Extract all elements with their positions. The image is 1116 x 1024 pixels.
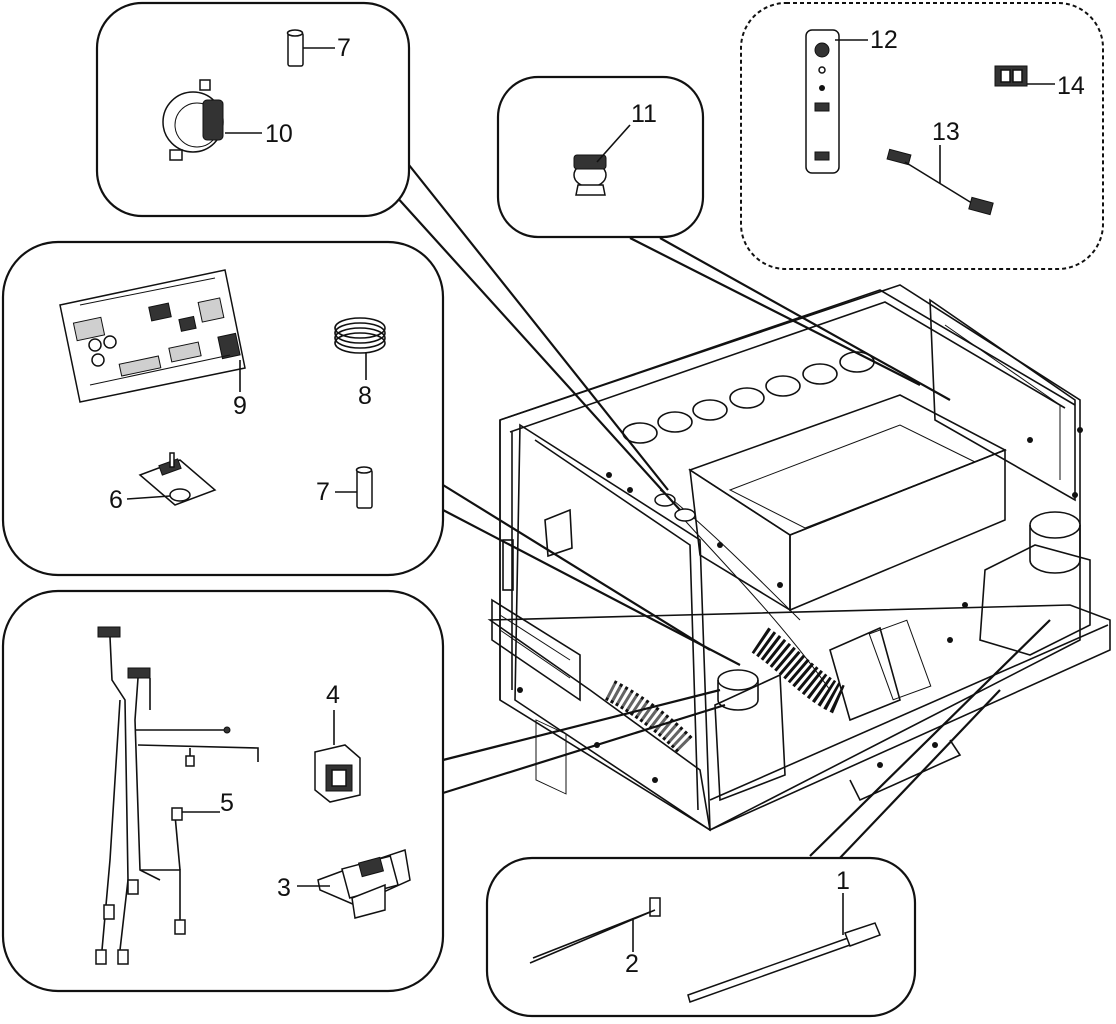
power-switch-part-4: [314, 710, 361, 803]
callout-6: 6: [109, 486, 123, 514]
panel-control-board: 9 8 6 7: [1, 240, 445, 577]
callout-14: 14: [1057, 72, 1085, 100]
callout-1: 1: [836, 867, 850, 895]
callout-11: 11: [631, 100, 657, 128]
igniter-bracket-part-6: [126, 452, 217, 506]
flame-sensor-part-2: [529, 897, 661, 964]
callout-4: 4: [326, 681, 340, 709]
callout-9: 9: [233, 392, 247, 420]
panel-pressure-switch: 10 7: [95, 1, 411, 218]
main-appliance-assembly: [487, 284, 1111, 832]
flex-hose-left: [604, 680, 693, 753]
remote-control-part-12: [805, 29, 868, 174]
pressure-switch-part-10: [162, 79, 262, 161]
temperature-probe-part-1: [687, 893, 881, 1003]
panel-sensors: 1 2: [485, 856, 917, 1018]
callout-5: 5: [220, 789, 234, 817]
callout-7-top: 7: [337, 34, 351, 62]
limit-switch-part-11: [573, 124, 631, 196]
callout-3: 3: [277, 874, 291, 902]
wire-coil-part-8: [334, 317, 386, 380]
callout-12: 12: [870, 26, 898, 54]
wiring-harness-part-5: [95, 626, 259, 965]
callout-8: 8: [358, 382, 372, 410]
callout-13: 13: [932, 118, 960, 146]
callout-10: 10: [265, 120, 293, 148]
callout-2: 2: [625, 950, 639, 978]
panel-limit-switch: 11: [496, 75, 705, 239]
panel-remote-control: 12 14 13: [740, 2, 1104, 270]
cable-part-13: [886, 145, 994, 216]
spacer-part-7-mid: [335, 466, 373, 509]
mounting-bracket-part-3: [297, 849, 411, 919]
connector-part-14: [994, 65, 1055, 87]
control-board-part-9: [59, 269, 246, 403]
spacer-part-7-top: [286, 29, 335, 67]
flex-hose-right: [751, 627, 847, 714]
panel-wiring-harness: 4 5 3: [1, 589, 445, 993]
callout-7-mid: 7: [316, 478, 330, 506]
leader-lines: [394, 159, 1051, 861]
